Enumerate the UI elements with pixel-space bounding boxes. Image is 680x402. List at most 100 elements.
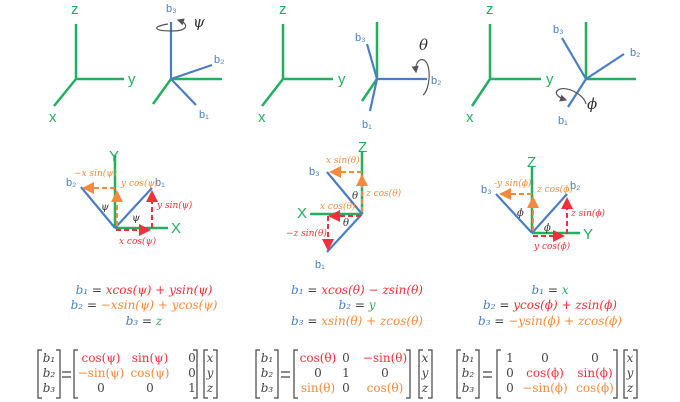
label-neg-z-sin: −z sin(θ) <box>286 228 327 239</box>
label-b1: b₁ <box>199 109 209 121</box>
equation-line: b₂ = y <box>339 298 376 312</box>
equation-term: x <box>562 283 569 297</box>
equation-line: b₃ = xsin(θ) + zcos(θ) <box>291 314 423 328</box>
equation-line: b₃ = −ysin(ϕ) + zcos(ϕ) <box>478 314 622 328</box>
equation-line: b₂ = −xsin(ψ) + ycos(ψ) <box>71 298 218 312</box>
matrix-bracket <box>255 349 279 399</box>
matrix-entry: 1 <box>342 366 350 380</box>
rotation-arrow-icon <box>555 88 587 105</box>
label-b2: b₂ <box>214 54 224 66</box>
equation-term: = <box>138 314 156 328</box>
equation-line: b₁ = x <box>532 283 569 297</box>
equation-term: xcos(ψ) + ysin(ψ) <box>106 283 213 297</box>
axis-label-z: z <box>71 1 79 18</box>
rhs-entry: z <box>421 381 429 395</box>
axis-label-h: X <box>297 205 307 222</box>
rhs-entry: y <box>421 366 429 380</box>
equation-term: = <box>83 298 101 312</box>
label-b3: b₃ <box>481 184 492 196</box>
equation-term: z <box>155 314 163 328</box>
label-b1: b₁ <box>558 115 568 127</box>
label-b2: b₂ <box>630 47 640 59</box>
axis-label-v: Z <box>527 154 536 171</box>
rotation-arrow-icon <box>156 18 187 32</box>
roll-projection: Z Y b₃ b₂ ϕ ϕ -y sin(ϕ) z cos(ϕ) z sin(ϕ… <box>481 154 606 252</box>
equals-sign <box>281 371 290 378</box>
equation-term: = <box>304 283 322 297</box>
lhs-entry: b₃ <box>462 381 475 395</box>
rhs-entry: x <box>422 351 429 365</box>
matrix-bracket <box>418 349 433 399</box>
label-y-sin: y sin(ψ) <box>156 200 193 211</box>
axis-label-z: z <box>279 1 287 18</box>
matrix-entry: 0 <box>591 351 599 365</box>
equation-term: b₃ <box>126 314 139 328</box>
lhs-entry: b₁ <box>462 351 475 365</box>
label-y-cos: y cos(ϕ) <box>533 241 571 252</box>
equation-term: = <box>491 314 509 328</box>
angle-theta: θ <box>343 218 349 229</box>
equation-term: ycos(ϕ) + zsin(ϕ) <box>512 298 617 312</box>
matrix-entry: sin(ψ) <box>132 351 169 365</box>
label-x-cos: x cos(ψ) <box>119 236 157 247</box>
angle-psi: ψ <box>193 13 205 31</box>
angle-phi: ϕ <box>517 208 524 219</box>
label-b2: b₂ <box>66 177 76 189</box>
rotation-arrow-icon <box>411 59 430 96</box>
label-b2: b₂ <box>431 75 441 87</box>
label-b3: b₃ <box>553 24 564 36</box>
angle-theta: θ <box>419 36 428 54</box>
matrix-entry: cos(ψ) <box>131 366 170 380</box>
equals-sign <box>483 371 492 378</box>
matrix-entry: cos(ψ) <box>82 351 121 365</box>
matrix-entry: cos(ϕ) <box>526 366 564 380</box>
equation-line: b₂ = ycos(ϕ) + zsin(ϕ) <box>483 298 617 312</box>
label-y-cos: y cos(ψ) <box>120 178 159 189</box>
angle-theta: θ <box>352 191 358 202</box>
equation-term: = <box>351 298 369 312</box>
axis-label-v: Z <box>358 139 367 156</box>
matrix-entry: cos(θ) <box>300 351 337 365</box>
label-x-cos: x cos(θ) <box>320 201 356 212</box>
yaw-projection: Y X b₂ b₁ ψ ψ −x sin(ψ) y cos(ψ) y sin(ψ… <box>66 148 193 247</box>
matrix-entry: cos(ϕ) <box>576 381 614 395</box>
matrix-entry: −sin(ψ) <box>78 366 125 380</box>
equation-line: b₁ = xcos(θ) − zsin(θ) <box>291 283 423 297</box>
label-z-sin: z sin(ϕ) <box>570 208 606 219</box>
axis-label-x: x <box>49 109 57 126</box>
lhs-entry: b₂ <box>43 366 56 380</box>
angle-psi: ψ <box>132 213 140 224</box>
matrix-entry: 1 <box>506 351 514 365</box>
label-b1: b₁ <box>362 119 372 131</box>
equation-term: b₂ <box>71 298 84 312</box>
equation-term: = <box>88 283 106 297</box>
equation-term: −xsin(ψ) + ycos(ψ) <box>101 298 218 312</box>
equation-term: b₁ <box>76 283 89 297</box>
matrix-entry: 0 <box>146 381 154 395</box>
matrix-bracket <box>73 349 198 399</box>
matrix-entry: −sin(θ) <box>363 351 407 365</box>
axis-label-h: X <box>171 220 181 237</box>
equation-term: b₁ <box>532 283 545 297</box>
roll-body-axes: ϕ b₃ b₂ b₁ <box>553 22 640 127</box>
rhs-entry: z <box>626 381 634 395</box>
roll-world-axes: z y x <box>466 1 554 126</box>
label-neg-x-sin: −x sin(ψ) <box>74 168 117 179</box>
lhs-entry: b₂ <box>261 366 274 380</box>
matrix-entry: 1 <box>188 381 196 395</box>
equations: b₁ = xcos(ψ) + ysin(ψ)b₂ = −xsin(ψ) + yc… <box>71 283 623 328</box>
label-z-cos: z cos(ϕ) <box>536 184 573 195</box>
matrix-entry: sin(ϕ) <box>577 366 612 380</box>
equation-line: b₁ = xcos(ψ) + ysin(ψ) <box>76 283 213 297</box>
label-neg-y-sin: -y sin(ϕ) <box>494 178 532 189</box>
matrix-entry: 0 <box>314 366 322 380</box>
lhs-entry: b₃ <box>261 381 274 395</box>
equation-term: y <box>368 298 376 312</box>
equation-term: = <box>544 283 562 297</box>
equation-term: b₁ <box>291 283 304 297</box>
label-b3: b₃ <box>166 3 177 15</box>
axis-label-h: Y <box>583 226 593 243</box>
